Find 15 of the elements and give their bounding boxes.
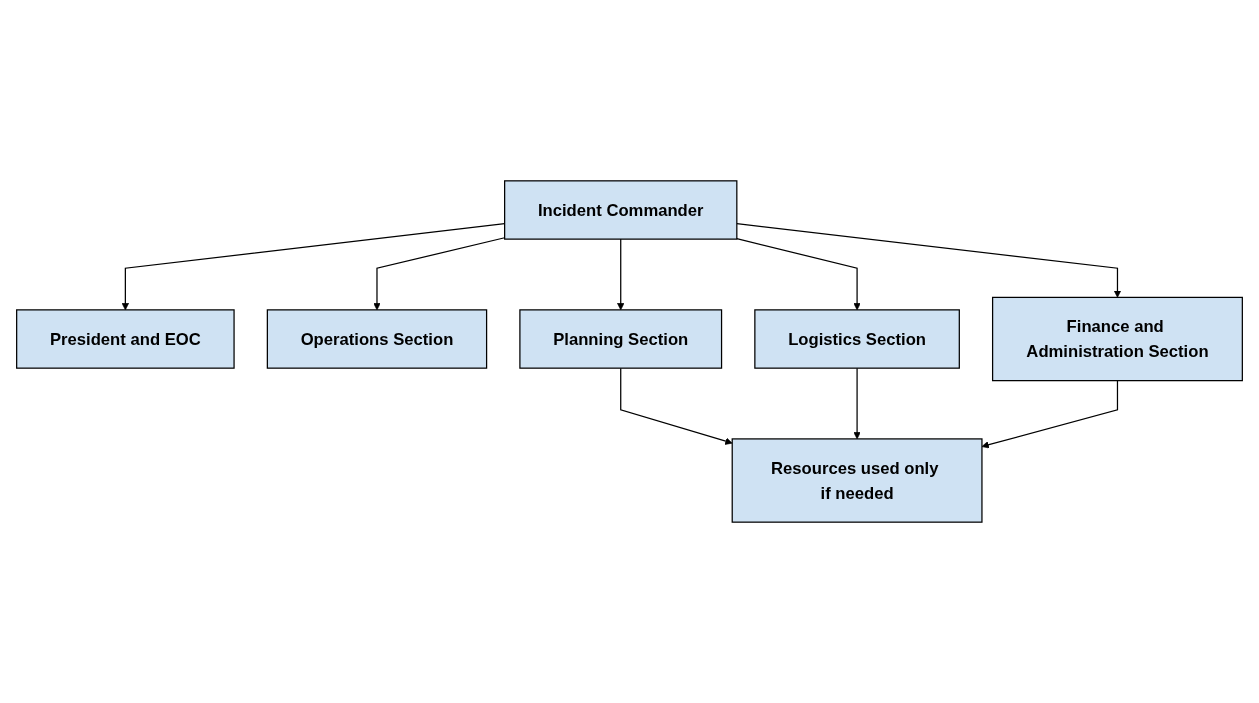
arrow — [736, 222, 1122, 298]
node-box: President and EOC — [16, 309, 235, 369]
node-box: Operations Section — [266, 309, 488, 369]
arrow — [373, 237, 506, 311]
node-box: Finance and Administration Section — [991, 296, 1243, 382]
node-box: Planning Section — [519, 309, 723, 369]
arrow — [736, 238, 861, 311]
arrow — [617, 238, 625, 311]
arrow — [620, 367, 733, 445]
node-box: Resources used only if needed — [731, 438, 983, 523]
arrow — [853, 367, 861, 440]
arrow — [981, 380, 1119, 449]
arrow — [121, 223, 506, 311]
node-box: Logistics Section — [754, 309, 960, 369]
node-box: Incident Commander — [504, 180, 738, 240]
